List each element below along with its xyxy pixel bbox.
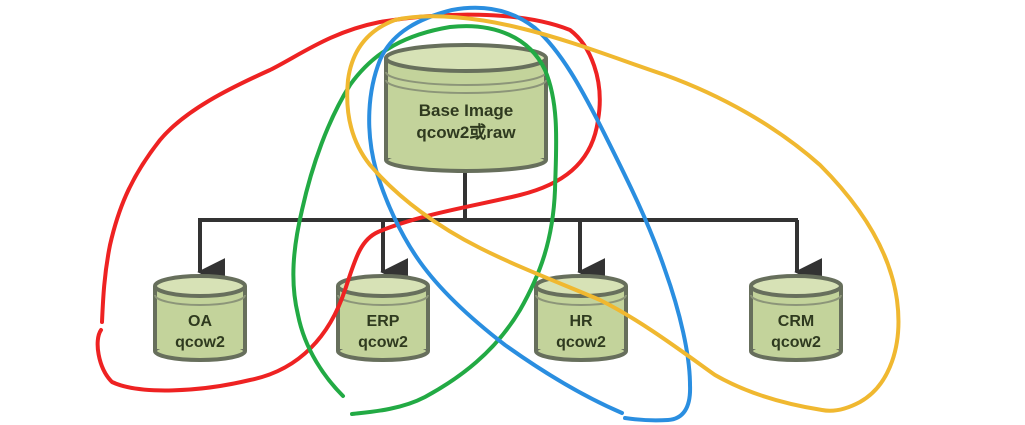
- database-icon: [336, 274, 430, 362]
- database-icon: [534, 274, 628, 362]
- child-database-hr: HR qcow2: [534, 274, 628, 362]
- crm-format: qcow2: [771, 334, 821, 351]
- child-database-oa: OA qcow2: [153, 274, 247, 362]
- oa-format: qcow2: [175, 334, 225, 351]
- orange-loop: [345, 14, 901, 413]
- blue-loop: [367, 5, 693, 423]
- hand-drawn-annotations: [95, 5, 901, 423]
- hr-name: HR: [569, 313, 593, 330]
- green-loop: [291, 24, 559, 416]
- base-image-format: qcow2或raw: [416, 122, 516, 142]
- database-icon: [153, 274, 247, 362]
- erp-format: qcow2: [358, 334, 408, 351]
- database-icon: [749, 274, 843, 362]
- base-image-database: Base Image qcow2或raw: [384, 43, 548, 173]
- child-database-crm: CRM qcow2: [749, 274, 843, 362]
- base-image-name: Base Image: [419, 101, 514, 120]
- database-icon: [384, 43, 548, 173]
- erp-name: ERP: [367, 313, 400, 330]
- oa-name: OA: [188, 313, 212, 330]
- hr-format: qcow2: [556, 334, 606, 351]
- child-database-erp: ERP qcow2: [336, 274, 430, 362]
- crm-name: CRM: [778, 313, 814, 330]
